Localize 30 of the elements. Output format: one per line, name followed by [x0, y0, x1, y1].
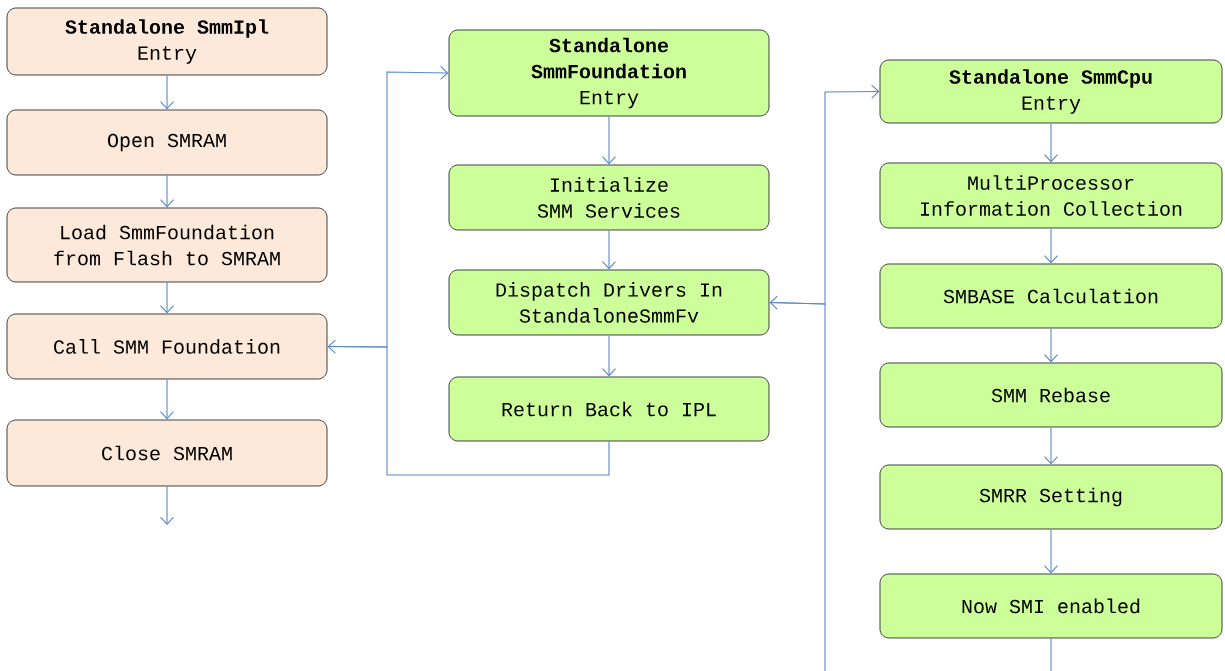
process-box: Initialize SMM Services	[448, 164, 770, 231]
arrow	[1043, 227, 1059, 264]
process-box: SMBASE Calculation	[879, 263, 1223, 329]
process-box: Close SMRAM	[6, 419, 328, 487]
process-box: Standalone SmmFoundation Entry	[448, 29, 770, 117]
arrow	[601, 115, 617, 165]
arrow	[1043, 327, 1059, 363]
arrow	[159, 281, 175, 314]
arrow	[159, 378, 175, 420]
process-box: Open SMRAM	[6, 109, 328, 176]
process-box: Return Back to IPL	[448, 376, 770, 442]
arrow	[601, 229, 617, 270]
process-box: Load SmmFoundation from Flash to SMRAM	[6, 207, 328, 283]
arrow	[1043, 122, 1059, 163]
process-box: MultiProcessor Information Collection	[879, 162, 1223, 229]
process-box: SMM Rebase	[879, 362, 1223, 428]
arrow	[159, 174, 175, 208]
arrow	[1043, 426, 1059, 465]
arrow	[1043, 528, 1059, 574]
arrow	[769, 295, 1052, 671]
process-box: SMRR Setting	[879, 464, 1223, 530]
process-box: Call SMM Foundation	[6, 313, 328, 380]
process-box: Standalone SmmIpl Entry	[6, 7, 328, 76]
arrow	[601, 334, 617, 377]
arrow	[159, 74, 175, 110]
process-box: Now SMI enabled	[879, 573, 1223, 639]
arrow	[327, 339, 610, 476]
arrow	[159, 485, 175, 525]
process-box: Dispatch Drivers In StandaloneSmmFv	[448, 269, 770, 336]
process-box: Standalone SmmCpu Entry	[879, 59, 1223, 124]
